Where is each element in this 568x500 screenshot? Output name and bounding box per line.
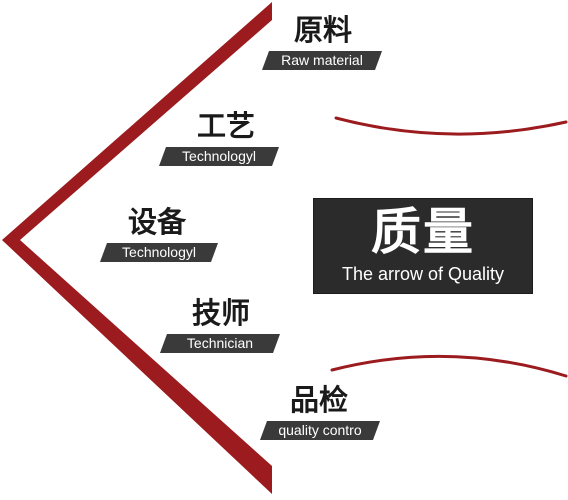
node-title: 设备	[127, 205, 186, 239]
node-title: 技师	[191, 296, 250, 330]
node-title: 品检	[289, 383, 348, 417]
upper-arc	[334, 116, 568, 136]
node-label: Technologyl	[159, 147, 279, 166]
node-title: 原料	[293, 13, 352, 47]
chevron-arrow	[2, 2, 272, 494]
node-label: Raw material	[262, 51, 382, 70]
center-title: 质量	[371, 203, 475, 261]
node-label: Technologyl	[100, 243, 218, 262]
node-title: 工艺	[196, 109, 255, 143]
lower-arc	[330, 354, 568, 378]
center-quality-box: 质量 The arrow of Quality	[314, 199, 532, 293]
node-label: quality contro	[260, 421, 380, 440]
node-label: Technician	[160, 334, 280, 353]
center-subtitle: The arrow of Quality	[341, 264, 505, 284]
